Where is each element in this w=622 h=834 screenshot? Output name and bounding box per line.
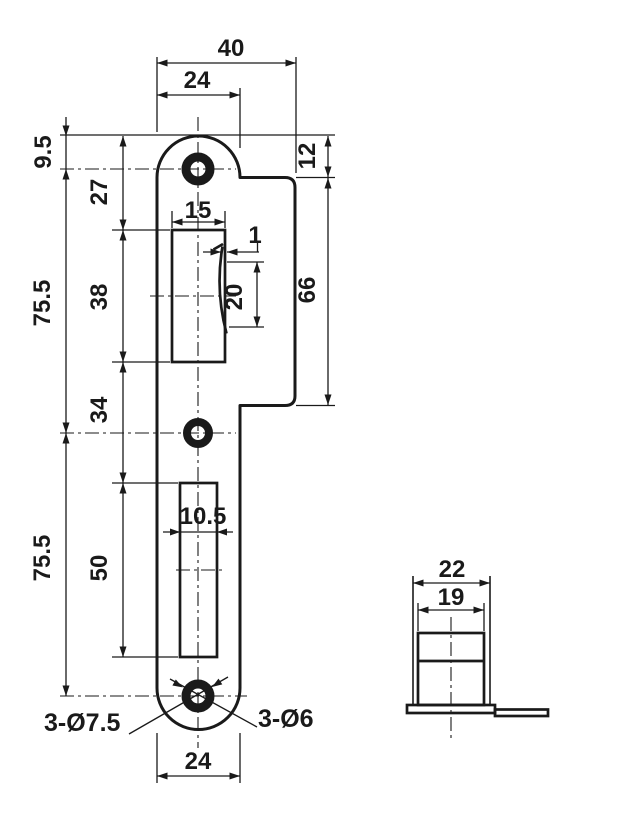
dim-latch-cutout-width: 15 [185, 197, 212, 224]
screw-hole-middle [183, 418, 213, 448]
screw-hole-top [181, 152, 215, 186]
dim-top-to-first-hole: 9.5 [30, 135, 57, 168]
dim-body-width: 24 [184, 67, 211, 94]
screw-hole-bottom [181, 679, 215, 713]
dim-bolt-cutout-height: 50 [86, 555, 113, 582]
countersink-callout-leader [128, 676, 229, 735]
latch-tab-curve [218, 246, 228, 334]
dim-lip-height: 66 [294, 277, 321, 304]
dim-lower-hole-spacing: 75.5 [29, 535, 56, 582]
hole-callout: 3-Ø6 [258, 705, 314, 733]
strike-plate-outline [155, 134, 297, 731]
dimension-lines [62, 59, 332, 780]
side-view: 22 19 [405, 556, 550, 741]
deadbolt-cutout [178, 481, 219, 659]
dim-tab-offset: 1 [248, 222, 261, 249]
dim-bolt-cutout-width: 10.5 [180, 503, 227, 530]
dim-latch-cutout-height: 38 [86, 284, 113, 311]
dim-top-to-latch-cutout: 27 [86, 179, 113, 206]
plate-edge-strip [493, 708, 550, 718]
countersink-callout: 3-Ø7.5 [44, 709, 121, 737]
centerlines [60, 117, 247, 748]
dim-cutout-spacing: 34 [86, 396, 113, 423]
dim-overall-width: 40 [218, 35, 245, 62]
dim-box-outer-width: 22 [439, 556, 466, 583]
dim-tab-height: 20 [221, 284, 248, 311]
box-flange [405, 703, 497, 715]
dim-lip-top-offset: 12 [294, 143, 321, 170]
front-view: 40 24 9.5 27 75.5 38 34 75.5 50 15 1 20 … [29, 35, 335, 783]
dim-upper-hole-spacing: 75.5 [29, 280, 56, 327]
dim-bottom-body-width: 24 [185, 748, 212, 775]
dim-box-inner-width: 19 [438, 584, 465, 611]
latch-cutout [170, 228, 227, 364]
